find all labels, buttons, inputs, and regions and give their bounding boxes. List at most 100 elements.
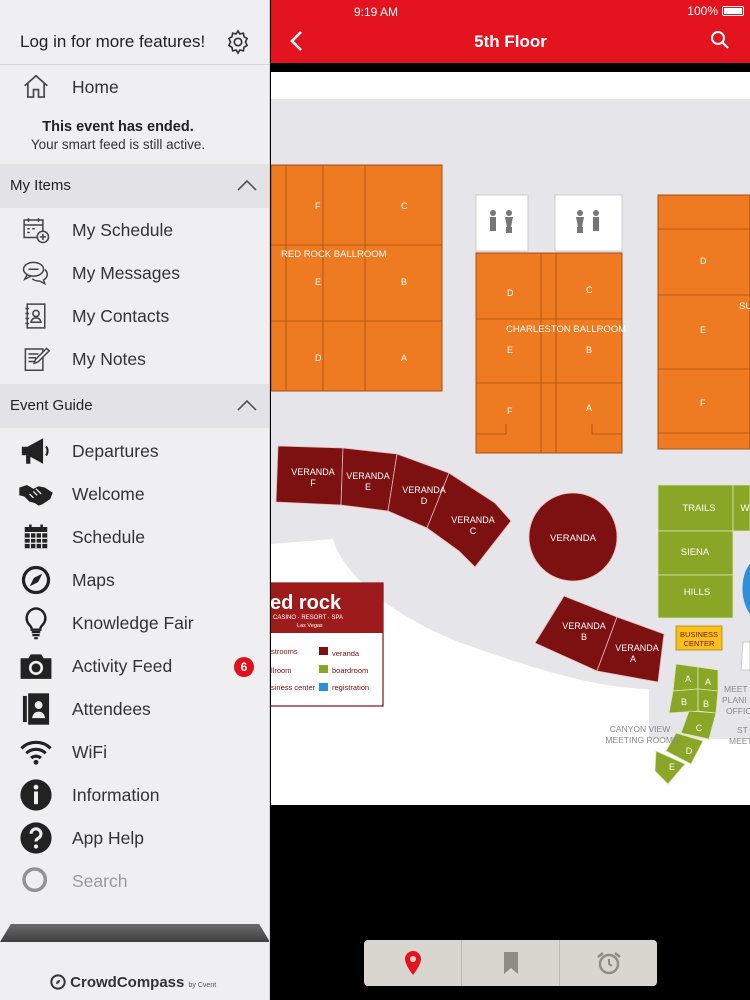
sidebar-item-wifi[interactable]: WiFi <box>0 731 269 774</box>
sidebar-item-my-schedule[interactable]: My Schedule <box>0 209 269 252</box>
chevron-up-icon[interactable] <box>236 178 258 192</box>
section-letter: A <box>586 403 592 413</box>
boardroom-labels: TRAILS SIENA HILLS W <box>681 503 750 598</box>
section-letter: D <box>507 288 514 298</box>
business-center[interactable]: BUSINESS CENTER <box>675 625 723 651</box>
search-icon <box>18 864 54 898</box>
lightbulb-icon <box>18 606 54 640</box>
restroom-icon <box>475 194 623 252</box>
page-title: 5th Floor <box>474 32 547 51</box>
boardrooms-trails-siena-hills[interactable] <box>657 484 750 619</box>
room-label: VERANDA <box>550 533 597 544</box>
alarm-button[interactable] <box>560 940 657 986</box>
sidebar-item-attendees[interactable]: Attendees <box>0 688 269 731</box>
sidebar-item-information[interactable]: Information <box>0 774 269 817</box>
sidebar-item-search[interactable]: Search <box>0 860 269 903</box>
veranda-arc-upper-labels: VERANDA F VERANDA E VERANDA D VERANDA C <box>291 467 495 536</box>
sidebar-item-my-contacts[interactable]: My Contacts <box>0 295 269 338</box>
red-rock-ballroom[interactable]: RED ROCK BALLROOM F C E B D A <box>271 164 443 392</box>
room-label: D <box>421 496 428 506</box>
section-my-items[interactable]: My Items <box>0 164 269 208</box>
section-letter: C <box>696 723 703 733</box>
veranda-lower[interactable] <box>534 595 665 683</box>
room-label: VERANDA <box>346 471 390 481</box>
legend-brand-sub: CASINO · RESORT · SPA <box>273 615 343 621</box>
room-label: VERANDA <box>562 621 606 631</box>
back-chevron-icon[interactable] <box>287 30 307 52</box>
chevron-up-icon[interactable] <box>236 398 258 412</box>
alarm-clock-icon <box>596 951 621 975</box>
legend-label: boardroom <box>332 666 368 675</box>
map-screen: 9:19 AM 100% 5th Floor RED ROCK BALLROOM… <box>271 0 750 1000</box>
wifi-icon <box>18 735 54 769</box>
room-label: F <box>310 478 316 488</box>
room-label: C <box>470 526 477 536</box>
charleston-ballroom[interactable]: CHARLESTON BALLROOM D C E B F A <box>475 252 626 454</box>
camera-icon <box>18 649 54 683</box>
room-label: W <box>741 503 750 514</box>
canyon-view-meeting-rooms[interactable] <box>654 663 719 785</box>
map-legend: ed rock CASINO · RESORT · SPA Las Vegas … <box>271 582 384 707</box>
sidebar-item-label: My Schedule <box>72 220 174 240</box>
sidebar-item-my-messages[interactable]: My Messages <box>0 252 269 295</box>
room-label: BUSINESS <box>680 630 718 639</box>
gear-icon[interactable] <box>224 28 252 56</box>
room-label: A <box>630 654 636 664</box>
login-prompt[interactable]: Log in for more features! <box>20 32 206 51</box>
search-icon[interactable] <box>710 30 730 50</box>
section-letter: E <box>315 277 321 287</box>
room-label: B <box>581 632 587 642</box>
sidebar-item-label: Knowledge Fair <box>72 613 194 633</box>
room-label: VERANDA <box>615 643 659 653</box>
legend-label: strooms <box>271 647 298 656</box>
veranda-arc-upper[interactable] <box>275 445 512 568</box>
legend-label: registration <box>332 683 369 692</box>
login-row[interactable]: Log in for more features! <box>0 22 269 62</box>
room-label: OFFIC <box>726 706 750 716</box>
section-letter: E <box>700 325 706 335</box>
section-event-guide[interactable]: Event Guide <box>0 384 269 428</box>
sidebar-item-home[interactable]: Home <box>0 66 269 109</box>
header-bar: 9:19 AM 100% 5th Floor <box>271 0 750 63</box>
battery-indicator: 100% <box>687 4 744 18</box>
navigation-drawer: Log in for more features! Home This even… <box>0 0 270 1000</box>
room-label: MEET <box>724 684 748 694</box>
sidebar-item-label: Maps <box>72 570 115 590</box>
map-pin-button[interactable] <box>364 940 462 986</box>
legend-label: veranda <box>332 649 360 658</box>
room-label: SUMME <box>739 301 750 312</box>
meeting-planner-caption: MEET PLANI OFFIC ST MEET <box>722 684 750 746</box>
sidebar-item-departures[interactable]: Departures <box>0 430 269 473</box>
registration-area[interactable] <box>742 564 750 614</box>
section-letter: B <box>401 277 407 287</box>
status-time: 9:19 AM <box>353 5 399 19</box>
sidebar-item-maps[interactable]: Maps <box>0 559 269 602</box>
summerlin-ballroom[interactable]: SUMME D E F <box>657 194 750 450</box>
brand-name: CrowdCompass <box>70 974 185 991</box>
crowdcompass-logo: CrowdCompass by Cvent <box>50 974 216 991</box>
calendar-icon <box>18 520 54 554</box>
veranda-rotunda[interactable]: VERANDA <box>528 492 618 582</box>
room-label: CENTER <box>684 639 715 648</box>
sidebar-item-label: My Messages <box>72 263 180 283</box>
sidebar-item-my-notes[interactable]: My Notes <box>0 338 269 381</box>
sidebar-item-knowledge-fair[interactable]: Knowledge Fair <box>0 602 269 645</box>
section-letter: E <box>669 762 675 772</box>
sidebar-item-app-help[interactable]: App Help <box>0 817 269 860</box>
section-title: Event Guide <box>10 397 93 414</box>
contact-card-icon <box>18 299 54 333</box>
room-label: RED ROCK BALLROOM <box>281 249 387 260</box>
white-room <box>740 641 750 671</box>
sidebar-item-activity-feed[interactable]: Activity Feed 6 <box>0 645 269 688</box>
room-label: MEETING ROOMS <box>605 735 679 745</box>
section-letter: D <box>686 746 693 756</box>
room-label: PLANI <box>722 695 747 705</box>
sidebar-item-label: Home <box>72 77 119 97</box>
bookmark-button[interactable] <box>462 940 560 986</box>
sidebar-item-welcome[interactable]: Welcome <box>0 473 269 516</box>
sidebar-item-label: Information <box>72 785 160 805</box>
section-letter: F <box>315 201 321 211</box>
floor-map[interactable]: RED ROCK BALLROOM F C E B D A CHARLESTON… <box>271 99 750 805</box>
sidebar-item-schedule[interactable]: Schedule <box>0 516 269 559</box>
battery-icon <box>722 6 744 16</box>
